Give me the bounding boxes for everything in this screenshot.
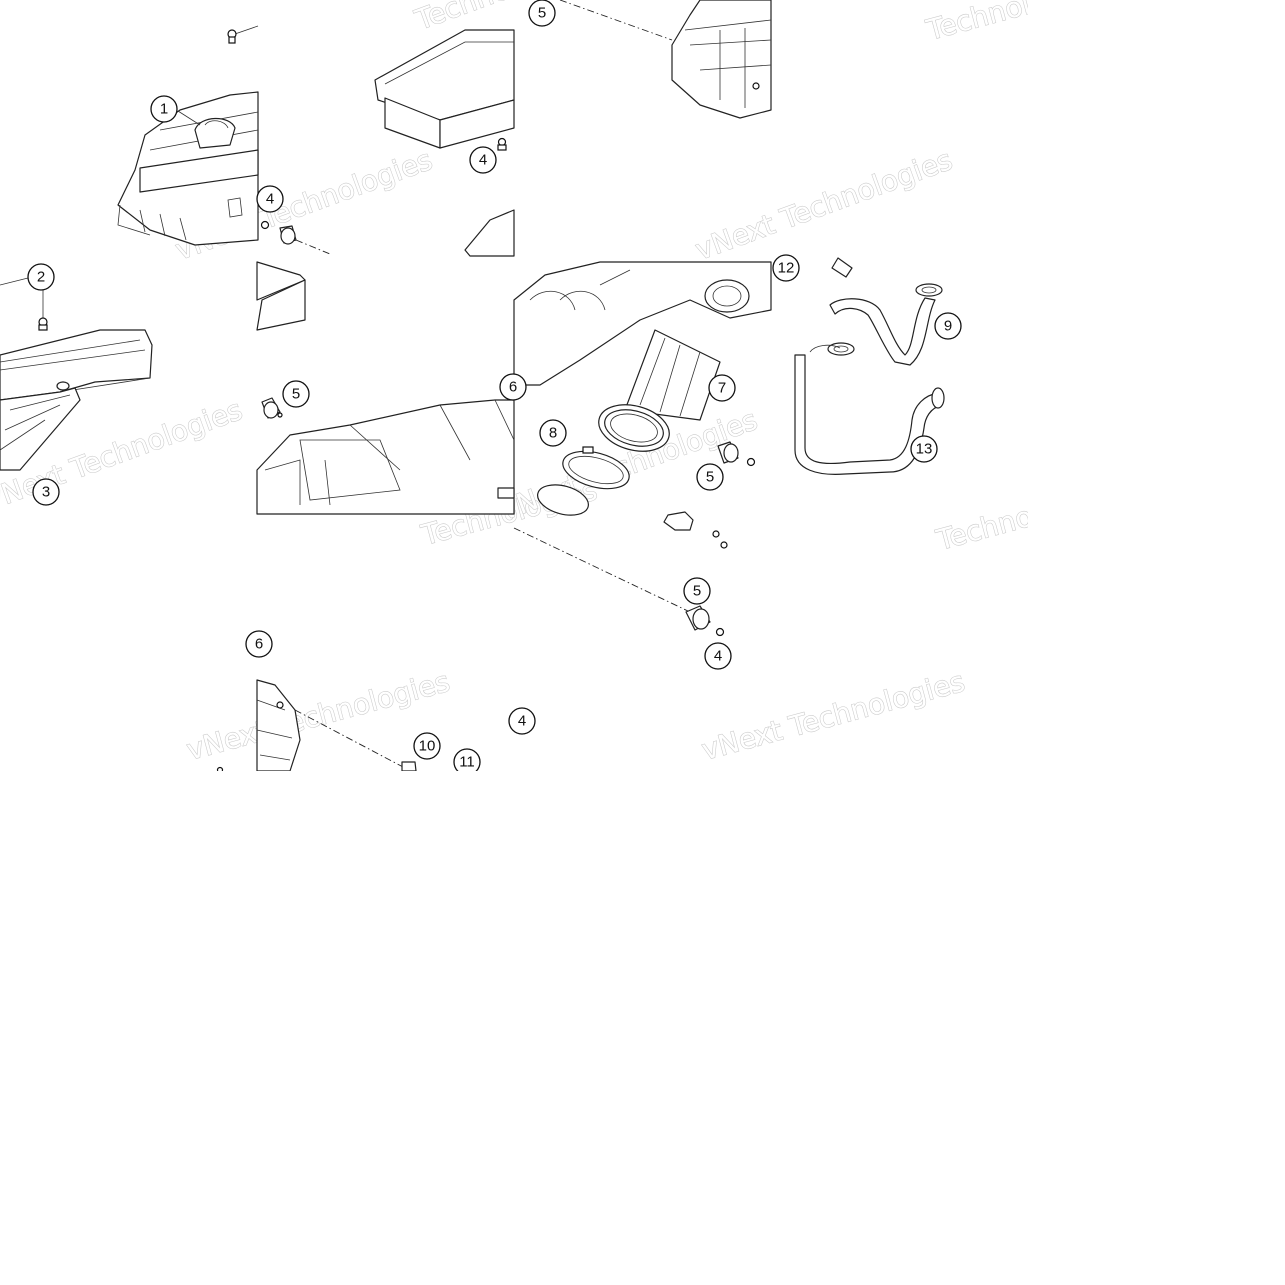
hose-clamp (537, 446, 630, 516)
svg-text:13: 13 (916, 441, 933, 458)
callout-4: 4 (508, 707, 536, 735)
intake-boot (598, 329, 721, 452)
svg-text:10: 10 (419, 738, 436, 755)
screw (227, 25, 259, 44)
svg-text:4: 4 (266, 191, 274, 208)
screw (497, 137, 507, 151)
sensor (663, 511, 728, 549)
airbox-base (256, 261, 515, 515)
callout-5: 5 (683, 577, 711, 605)
mounting-grommet (513, 527, 725, 637)
breather-hose (829, 257, 943, 366)
air-filter (374, 29, 515, 149)
bushing (717, 441, 756, 467)
callout-12: 12 (772, 254, 800, 282)
callout-5: 5 (528, 0, 556, 27)
callout-10: 10 (413, 732, 441, 760)
callout-2: 2 (27, 263, 55, 291)
callout-4: 4 (704, 642, 732, 670)
svg-text:9: 9 (944, 318, 952, 335)
svg-text:4: 4 (479, 152, 487, 169)
airbox-housing (559, 0, 772, 119)
callout-8: 8 (539, 419, 567, 447)
callout-13: 13 (910, 435, 938, 463)
callout-6: 6 (499, 373, 527, 401)
bushing (261, 397, 283, 419)
watermark: vNext Technologies (698, 665, 968, 767)
callout-11: 11 (453, 748, 481, 776)
callout-5: 5 (282, 380, 310, 408)
airbox-edge (464, 209, 515, 257)
bushing (260, 220, 331, 255)
callout-7: 7 (708, 374, 736, 402)
svg-text:2: 2 (37, 269, 45, 286)
svg-text:11: 11 (459, 754, 475, 771)
svg-text:6: 6 (255, 636, 263, 653)
svg-text:1: 1 (160, 101, 168, 118)
callout-1: 1 (150, 95, 201, 126)
callout-4: 4 (256, 185, 284, 213)
svg-text:4: 4 (518, 713, 526, 730)
airbox-cover (117, 91, 259, 246)
svg-text:12: 12 (778, 260, 795, 277)
svg-text:5: 5 (706, 469, 714, 486)
callout-5: 5 (696, 463, 724, 491)
throttle-body-housing (513, 261, 772, 386)
svg-text:8: 8 (549, 425, 557, 442)
svg-text:4: 4 (714, 648, 722, 665)
svg-text:6: 6 (509, 379, 517, 396)
svg-text:7: 7 (718, 380, 726, 397)
watermark: vNext Technologies (183, 665, 453, 767)
callouts: 1 2 3 4 4 4 4 5 5 5 5 6 6 7 8 9 10 11 12… (27, 0, 962, 776)
svg-text:5: 5 (693, 583, 701, 600)
intake-duct (0, 277, 153, 471)
callout-3: 3 (32, 478, 60, 506)
callout-9: 9 (934, 312, 962, 340)
callout-4: 4 (469, 146, 497, 174)
drain-hose (794, 342, 945, 475)
svg-text:3: 3 (42, 484, 50, 501)
svg-text:5: 5 (292, 386, 300, 403)
svg-text:5: 5 (538, 5, 546, 22)
callout-6: 6 (245, 630, 273, 658)
